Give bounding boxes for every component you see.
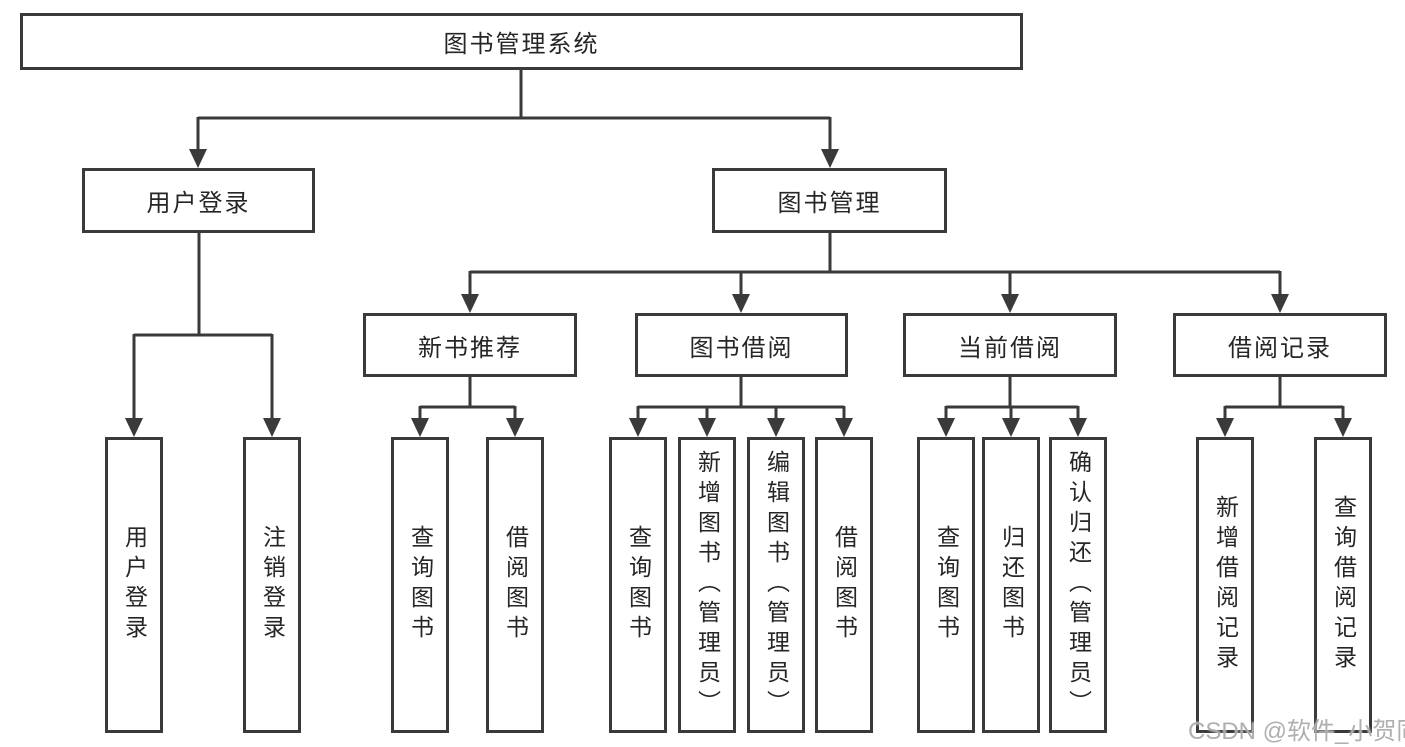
node-label: 借阅记录 — [1228, 334, 1332, 362]
node-label: 查询图书 — [625, 525, 652, 645]
node-book-borrowing: 图书借阅 — [635, 313, 848, 377]
leaf-logout: 注销登录 — [243, 437, 301, 733]
leaf-confirm-return-admin: 确认归还（管理员） — [1049, 437, 1107, 733]
node-label: 用户登录 — [121, 525, 148, 645]
node-label: 图书管理 — [777, 190, 882, 217]
node-label: 查询图书 — [407, 525, 434, 645]
leaf-add-borrow-record: 新增借阅记录 — [1196, 437, 1254, 733]
node-label: 归还图书 — [998, 525, 1025, 645]
node-label: 新增图书（管理员） — [694, 450, 721, 720]
leaf-add-books-admin: 新增图书（管理员） — [678, 437, 736, 733]
node-new-book-recommendation: 新书推荐 — [363, 313, 577, 377]
node-borrowing-records: 借阅记录 — [1173, 313, 1387, 377]
node-label: 查询图书 — [933, 525, 960, 645]
node-label: 借阅图书 — [502, 525, 529, 645]
leaf-return-books: 归还图书 — [982, 437, 1040, 733]
node-label: 用户登录 — [146, 190, 251, 217]
node-label: 借阅图书 — [831, 525, 858, 645]
node-label: 查询借阅记录 — [1330, 495, 1357, 675]
node-label: 当前借阅 — [958, 334, 1062, 362]
node-label: 编辑图书（管理员） — [763, 450, 790, 720]
node-library-management-system: 图书管理系统 — [20, 13, 1023, 70]
leaf-query-books-current: 查询图书 — [917, 437, 975, 733]
node-user-login: 用户登录 — [82, 168, 315, 233]
leaf-user-login: 用户登录 — [105, 437, 163, 733]
node-label: 图书管理系统 — [443, 31, 600, 58]
node-book-management: 图书管理 — [712, 168, 947, 233]
leaf-query-borrow-record: 查询借阅记录 — [1314, 437, 1372, 733]
leaf-edit-books-admin: 编辑图书（管理员） — [747, 437, 805, 733]
node-label: 新书推荐 — [418, 334, 522, 362]
node-label: 注销登录 — [259, 525, 286, 645]
leaf-borrow-books-recommend: 借阅图书 — [486, 437, 544, 733]
node-label: 图书借阅 — [689, 334, 794, 362]
node-current-borrowing: 当前借阅 — [903, 313, 1117, 377]
leaf-borrow-books: 借阅图书 — [815, 437, 873, 733]
leaf-query-books-recommend: 查询图书 — [391, 437, 449, 733]
leaf-query-books-borrowing: 查询图书 — [609, 437, 667, 733]
csdn-watermark: CSDN @软件_小贺同学 — [1188, 718, 1405, 745]
node-label: 确认归还（管理员） — [1065, 450, 1092, 720]
node-label: 新增借阅记录 — [1212, 495, 1239, 675]
